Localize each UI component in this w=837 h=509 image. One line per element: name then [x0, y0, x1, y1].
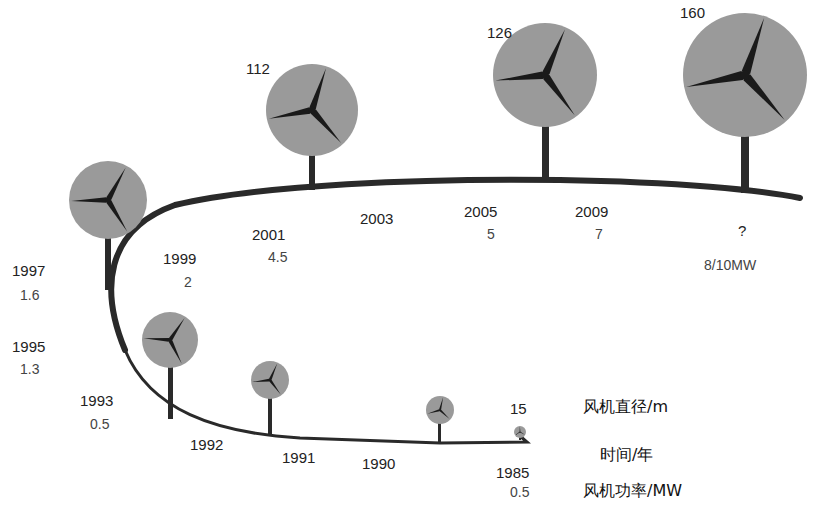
diameter-value: 126 — [487, 24, 512, 41]
timeline-curve — [125, 350, 527, 443]
diameter-value: 112 — [246, 60, 270, 77]
axis-caption: 风机功率/MW — [583, 482, 682, 500]
year-label: 2009 — [575, 203, 608, 220]
timeline-curve — [111, 180, 800, 350]
year-label: 1992 — [190, 436, 223, 453]
diameter-value: 160 — [680, 4, 705, 21]
power-value: 7 — [595, 226, 603, 242]
axis-caption: 时间/年 — [600, 446, 653, 464]
axis-caption: 风机直径/m — [583, 398, 668, 416]
year-label: 1997 — [12, 262, 45, 279]
power-value: 1.3 — [20, 361, 39, 377]
power-value: 8/10MW — [704, 257, 756, 273]
year-label: 1995 — [12, 338, 45, 355]
power-value: 4.5 — [268, 249, 287, 265]
rotor-discs — [69, 13, 807, 438]
year-label: 2003 — [360, 210, 393, 227]
power-value: 5 — [487, 226, 495, 242]
power-value: 0.5 — [90, 416, 109, 432]
power-value: 1.6 — [20, 287, 39, 303]
year-label: 1990 — [362, 455, 395, 472]
year-label: ? — [738, 222, 746, 239]
power-value: 2 — [184, 274, 192, 290]
diameter-value: 15 — [510, 400, 527, 417]
year-label: 1999 — [163, 250, 196, 267]
year-label: 2005 — [464, 203, 497, 220]
year-label: 1985 — [496, 464, 529, 481]
year-label: 1991 — [282, 449, 315, 466]
year-label: 2001 — [252, 226, 285, 243]
year-label: 1993 — [80, 392, 113, 409]
power-value: 0.5 — [510, 484, 529, 500]
rotor-blades — [69, 0, 817, 435]
turbine-towers — [105, 75, 749, 443]
